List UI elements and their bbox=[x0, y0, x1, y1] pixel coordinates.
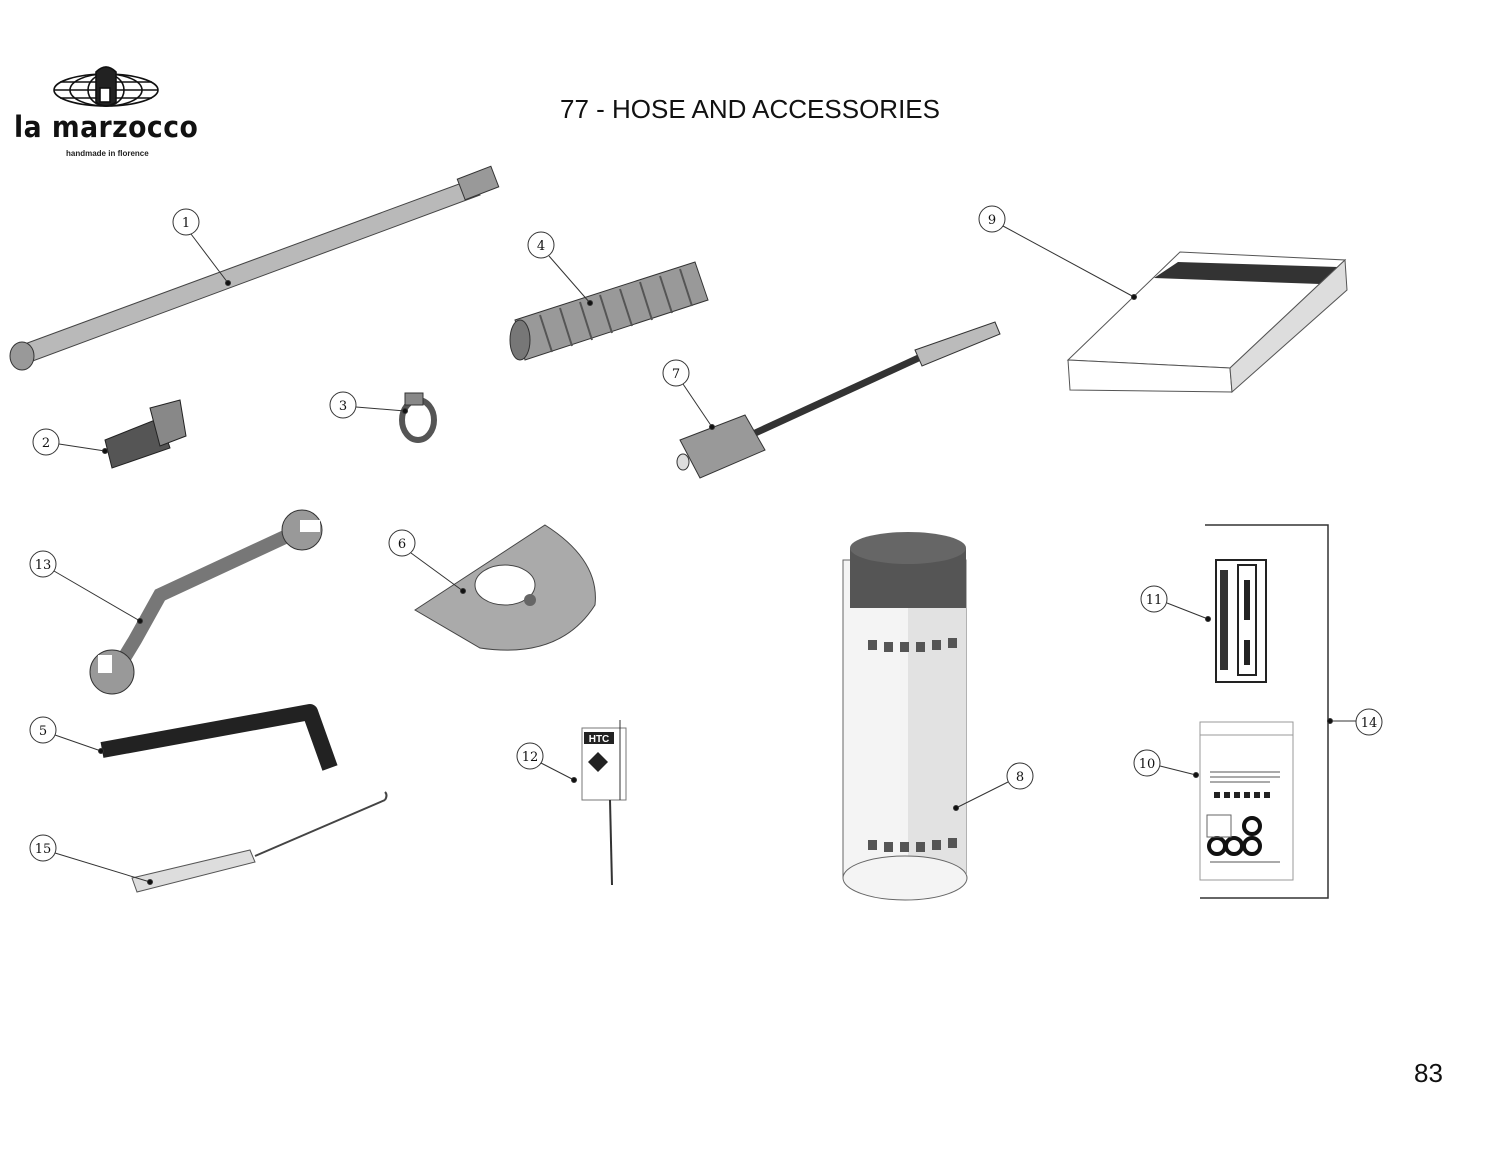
page-title: 77 - HOSE AND ACCESSORIES bbox=[0, 94, 1500, 125]
part-pick-tool bbox=[131, 791, 388, 893]
callout-10: 10 bbox=[1133, 749, 1199, 778]
part-test-strips bbox=[1215, 559, 1267, 683]
brand-name: la marzocco bbox=[14, 110, 199, 144]
part-htc-label: HTC bbox=[581, 720, 627, 886]
logo-emblem bbox=[53, 66, 159, 107]
callout-3: 3 bbox=[329, 391, 408, 419]
callout-label: 14 bbox=[1361, 716, 1378, 731]
callout-label: 1 bbox=[182, 216, 190, 231]
callout-12: 12 bbox=[516, 742, 577, 783]
callout-label: 2 bbox=[42, 436, 50, 451]
page-title-text: 77 - HOSE AND ACCESSORIES bbox=[559, 94, 940, 124]
kit-bracket bbox=[1200, 524, 1329, 899]
callout-label: 7 bbox=[672, 367, 680, 382]
part-water-test-kit bbox=[1199, 721, 1294, 881]
callout-8: 8 bbox=[953, 762, 1034, 811]
part-manual-book bbox=[1066, 251, 1348, 394]
part-probe bbox=[676, 321, 1001, 479]
callout-1: 1 bbox=[172, 208, 231, 286]
part-hose bbox=[9, 165, 500, 371]
part-hose-clamp bbox=[399, 392, 437, 443]
callout-label: 13 bbox=[35, 558, 52, 573]
callout-5: 5 bbox=[29, 716, 104, 754]
part-filter-cartridge bbox=[842, 532, 968, 901]
htc-label-text: HTC bbox=[589, 734, 610, 745]
callout-label: 5 bbox=[39, 724, 47, 739]
callout-11: 11 bbox=[1140, 585, 1211, 622]
part-fitting bbox=[104, 399, 187, 469]
callout-label: 12 bbox=[522, 750, 539, 765]
callout-label: 11 bbox=[1146, 593, 1163, 608]
part-wrench bbox=[89, 509, 323, 695]
callout-4: 4 bbox=[527, 231, 593, 306]
callout-label: 8 bbox=[1016, 770, 1024, 785]
callout-9: 9 bbox=[978, 205, 1137, 300]
callout-15: 15 bbox=[29, 834, 153, 885]
callout-label: 6 bbox=[398, 537, 406, 552]
callout-label: 3 bbox=[339, 399, 347, 414]
part-plate bbox=[414, 524, 596, 651]
callout-label: 15 bbox=[35, 842, 52, 857]
callout-2: 2 bbox=[32, 428, 108, 456]
callout-7: 7 bbox=[662, 359, 715, 430]
part-protective-sleeve bbox=[509, 261, 709, 361]
callout-6: 6 bbox=[388, 529, 466, 594]
part-allen-key bbox=[100, 704, 338, 771]
callout-label: 10 bbox=[1139, 757, 1156, 772]
callout-14: 14 bbox=[1327, 708, 1383, 736]
callout-13: 13 bbox=[29, 550, 143, 624]
callout-label: 4 bbox=[537, 239, 545, 254]
page-number: 83 bbox=[1414, 1058, 1443, 1088]
brand-tagline: handmade in florence bbox=[66, 149, 149, 158]
callout-label: 9 bbox=[988, 213, 996, 228]
